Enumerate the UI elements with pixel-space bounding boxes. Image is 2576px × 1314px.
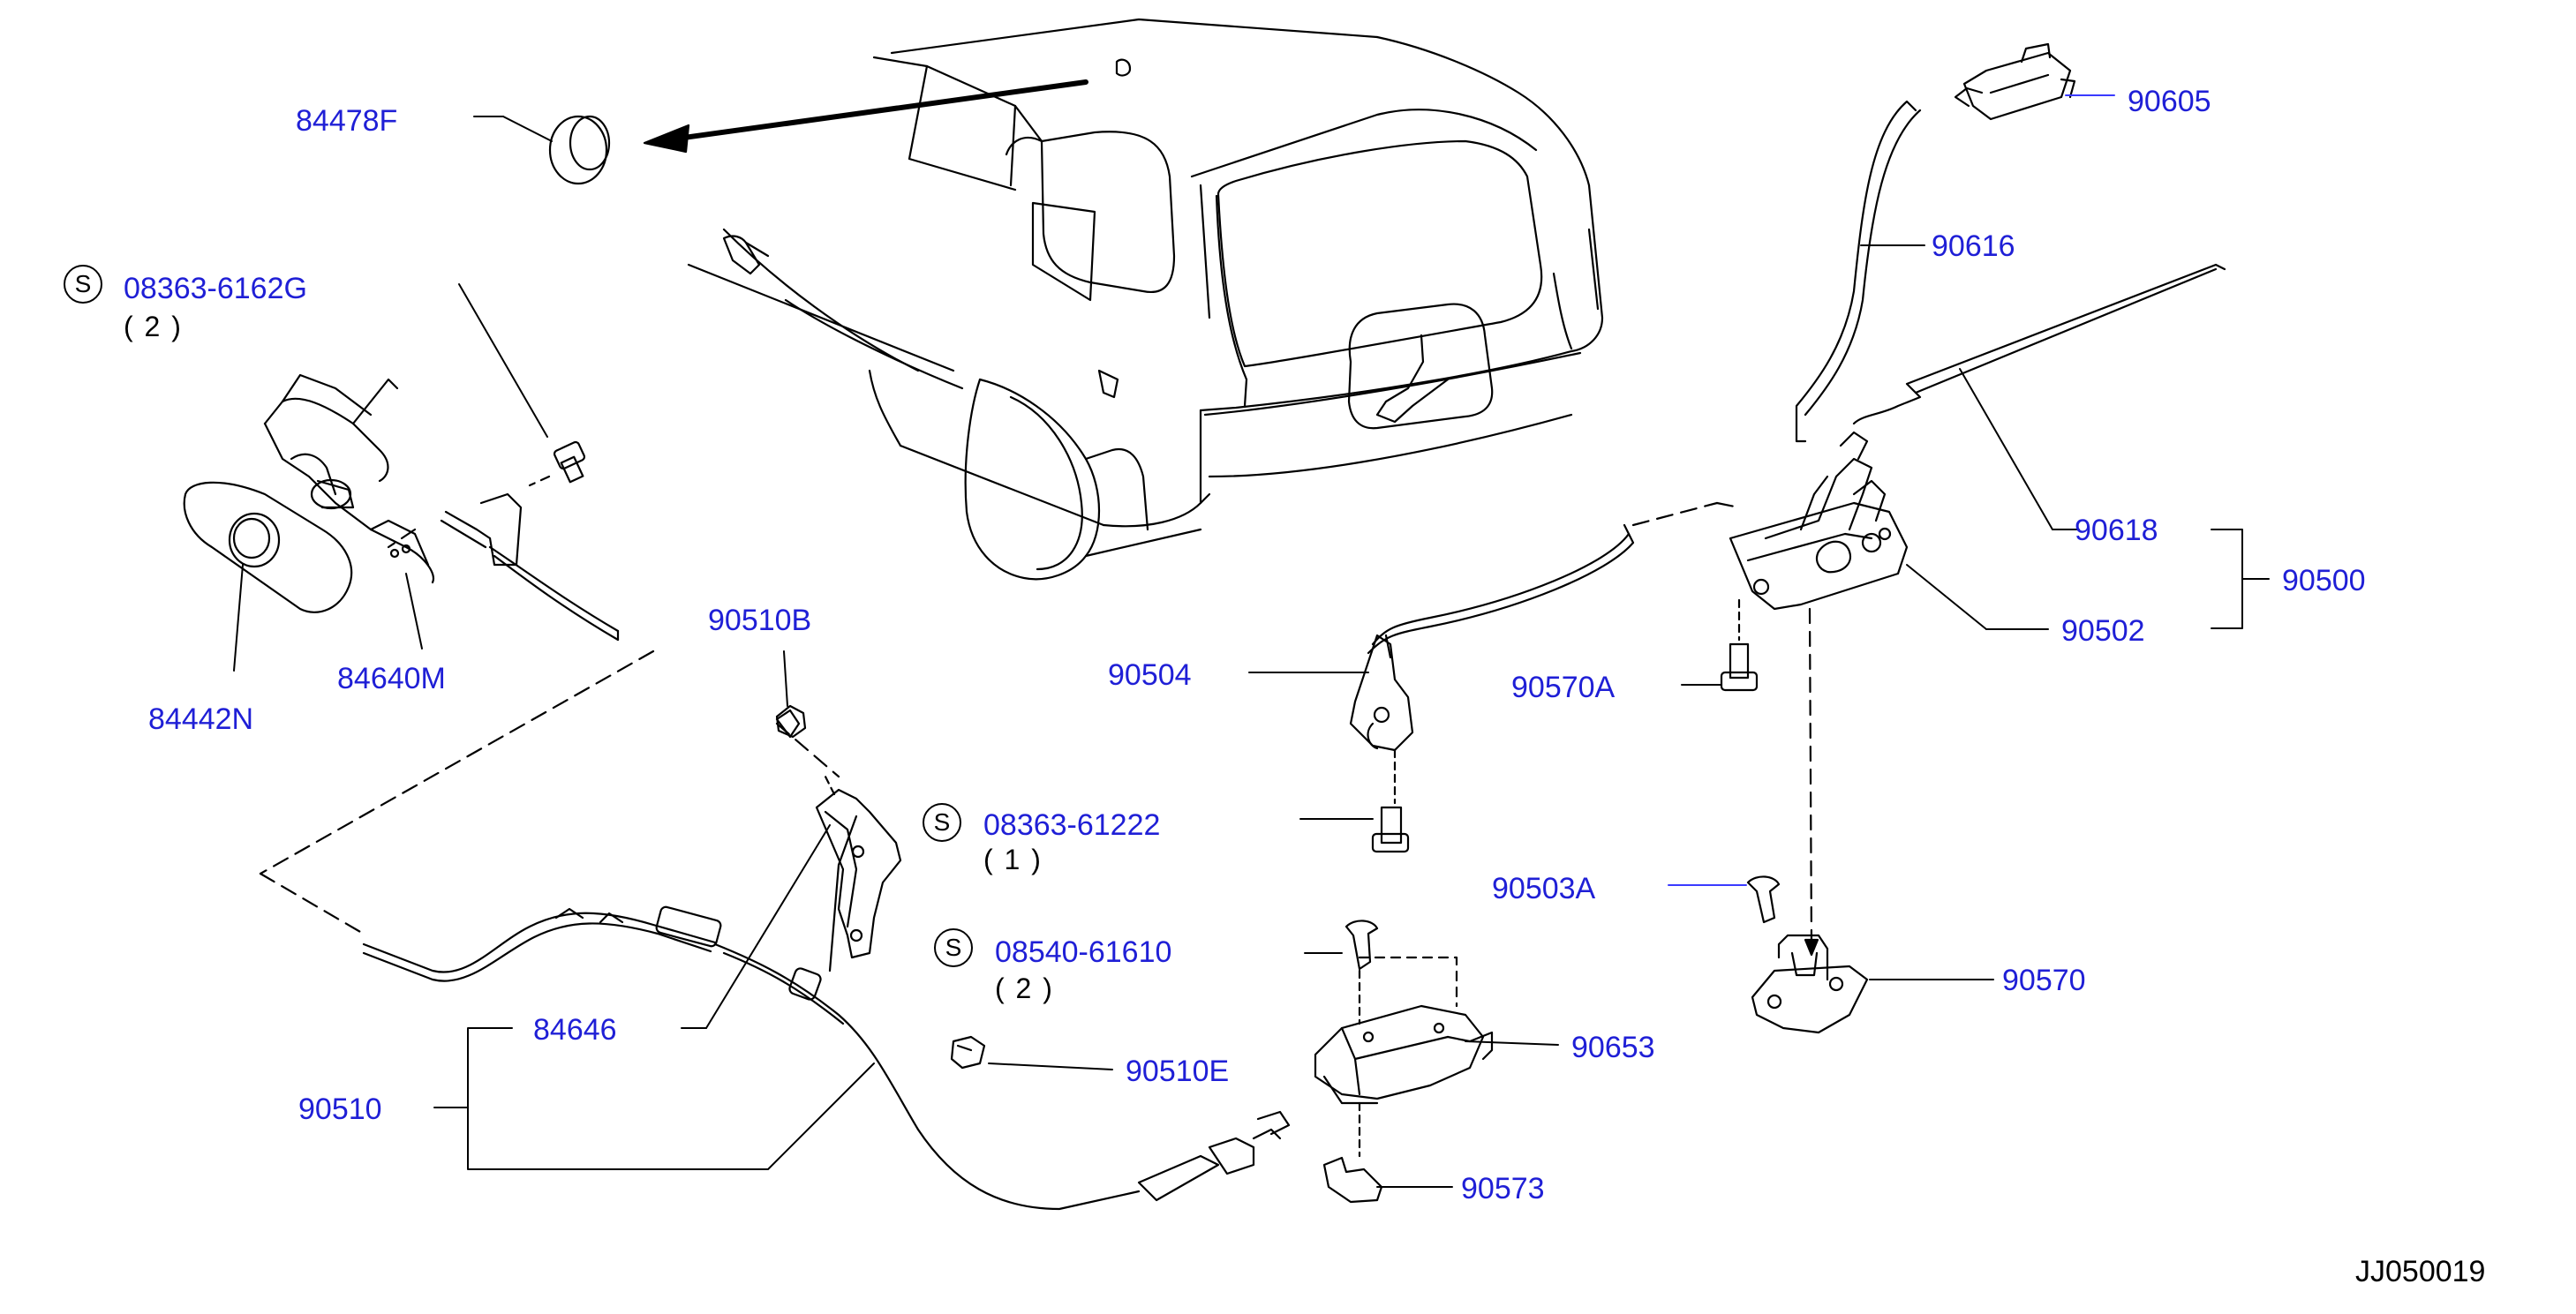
- callout-90510-bracket: [433, 1027, 875, 1170]
- screw-08540-61610: [1304, 920, 1379, 1025]
- latch-90502: [1729, 431, 2049, 957]
- label-90500[interactable]: 90500: [2282, 564, 2366, 597]
- standard-part-s-icon: S: [64, 265, 102, 304]
- clip-90510E: [950, 1035, 1113, 1070]
- qty-08363-61222: ( 1 ): [983, 844, 1043, 875]
- handle-90653: [1314, 956, 1559, 1158]
- label-84478F[interactable]: 84478F: [296, 104, 398, 138]
- clip-90573: [1322, 1156, 1453, 1204]
- label-84640M[interactable]: 84640M: [337, 662, 446, 695]
- label-90653[interactable]: 90653: [1571, 1031, 1655, 1064]
- label-90618[interactable]: 90618: [2075, 514, 2158, 547]
- label-08540-61610[interactable]: 08540-61610: [995, 935, 1172, 969]
- qty-08363-6162G: ( 2 ): [124, 311, 183, 342]
- standard-part-s-icon: S: [923, 803, 961, 842]
- label-90570[interactable]: 90570: [2002, 964, 2086, 997]
- nut-90510B: [775, 704, 807, 739]
- label-90510B[interactable]: 90510B: [708, 604, 812, 637]
- rod-90618: [1852, 263, 2226, 530]
- label-08363-61222[interactable]: 08363-61222: [983, 808, 1161, 842]
- label-90573[interactable]: 90573: [1461, 1172, 1545, 1205]
- striker-90570: [1751, 934, 1994, 1034]
- label-08363-6162G[interactable]: 08363-6162G: [124, 272, 307, 305]
- release-handle-assembly: [183, 373, 435, 672]
- label-90502[interactable]: 90502: [2061, 614, 2145, 648]
- label-90605[interactable]: 90605: [2128, 85, 2211, 118]
- plug-84478F: [473, 115, 611, 185]
- screw-90503A: [1668, 875, 1781, 924]
- label-90570A[interactable]: 90570A: [1511, 671, 1616, 704]
- diagram-reference-code: JJ050019: [2355, 1255, 2486, 1288]
- handle-cable-end: [440, 492, 620, 642]
- location-arrow: [643, 79, 1088, 154]
- actuator-90605: [1954, 42, 2115, 121]
- lever-84646: [681, 650, 902, 1029]
- label-84442N[interactable]: 84442N: [148, 702, 254, 736]
- callout-90500-bracket: [2211, 529, 2270, 629]
- release-cable-90510: [362, 815, 1291, 1211]
- label-90510[interactable]: 90510: [298, 1092, 382, 1126]
- label-90503A[interactable]: 90503A: [1492, 872, 1596, 905]
- rod-90616: [1795, 100, 1925, 443]
- bolt-90570A: [1681, 598, 1759, 692]
- label-90504[interactable]: 90504: [1108, 658, 1192, 692]
- screw-08363-61222: [1299, 806, 1410, 853]
- label-90616[interactable]: 90616: [1932, 229, 2015, 263]
- rod-90504: [1248, 501, 1741, 805]
- label-90510E[interactable]: 90510E: [1126, 1055, 1230, 1088]
- standard-part-s-icon: S: [934, 928, 973, 967]
- screw-08363-6162G: [458, 283, 586, 487]
- label-84646[interactable]: 84646: [533, 1013, 617, 1047]
- qty-08540-61610: ( 2 ): [995, 972, 1054, 1004]
- vehicle-illustration: [687, 18, 1604, 581]
